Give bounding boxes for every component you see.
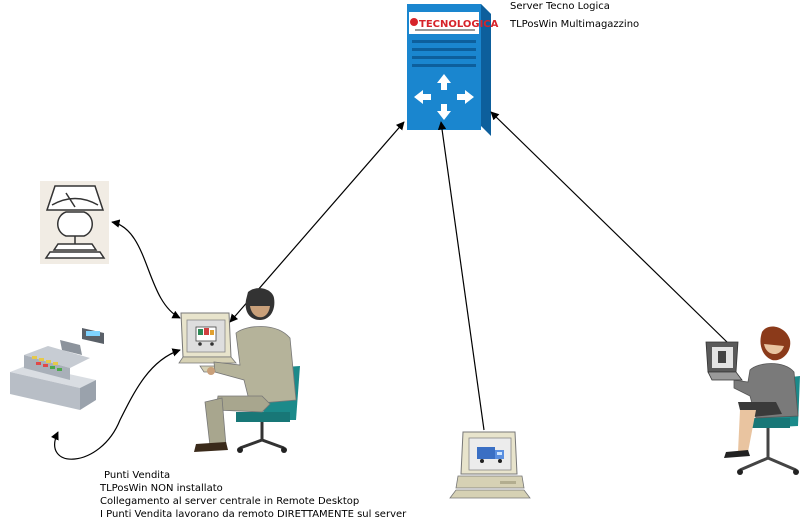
server-label: Server Tecno Logica <box>510 1 610 12</box>
punti-vendita-line-3: I Punti Vendita lavorano da remoto DIRET… <box>100 509 407 520</box>
punti-vendita-line-1: TLPosWin NON installato <box>100 483 223 494</box>
cash-register-icon <box>10 328 104 410</box>
punti-vendita-line-2: Collegamento al server centrale in Remot… <box>100 496 360 507</box>
server-icon: TECNOLOGICA <box>407 4 499 136</box>
arrow-register-workstation <box>50 348 181 460</box>
punti-vendita-title: Punti Vendita <box>104 470 171 481</box>
desktop-pc-icon <box>449 431 531 499</box>
punti-vendita-notes: Punti Vendita TLPosWin NON installato Co… <box>100 469 406 521</box>
arrow-scale-workstation <box>111 219 181 319</box>
server-product-label: TLPosWin Multimagazzino <box>510 19 640 30</box>
arrow-laptop-server <box>490 111 729 344</box>
arrow-pc-server <box>437 121 485 431</box>
laptop-user-icon <box>705 326 800 475</box>
network-switch-icon <box>414 74 474 120</box>
scale-icon <box>40 181 109 264</box>
logo-text: TECNOLOGICA <box>419 19 499 30</box>
cashier-workstation-icon <box>178 288 300 453</box>
shopping-cart-icon <box>195 326 217 346</box>
tecnologica-logo: TECNOLOGICA <box>410 18 499 31</box>
connections <box>50 111 729 460</box>
register-keys <box>32 356 58 365</box>
truck-icon <box>477 447 504 463</box>
